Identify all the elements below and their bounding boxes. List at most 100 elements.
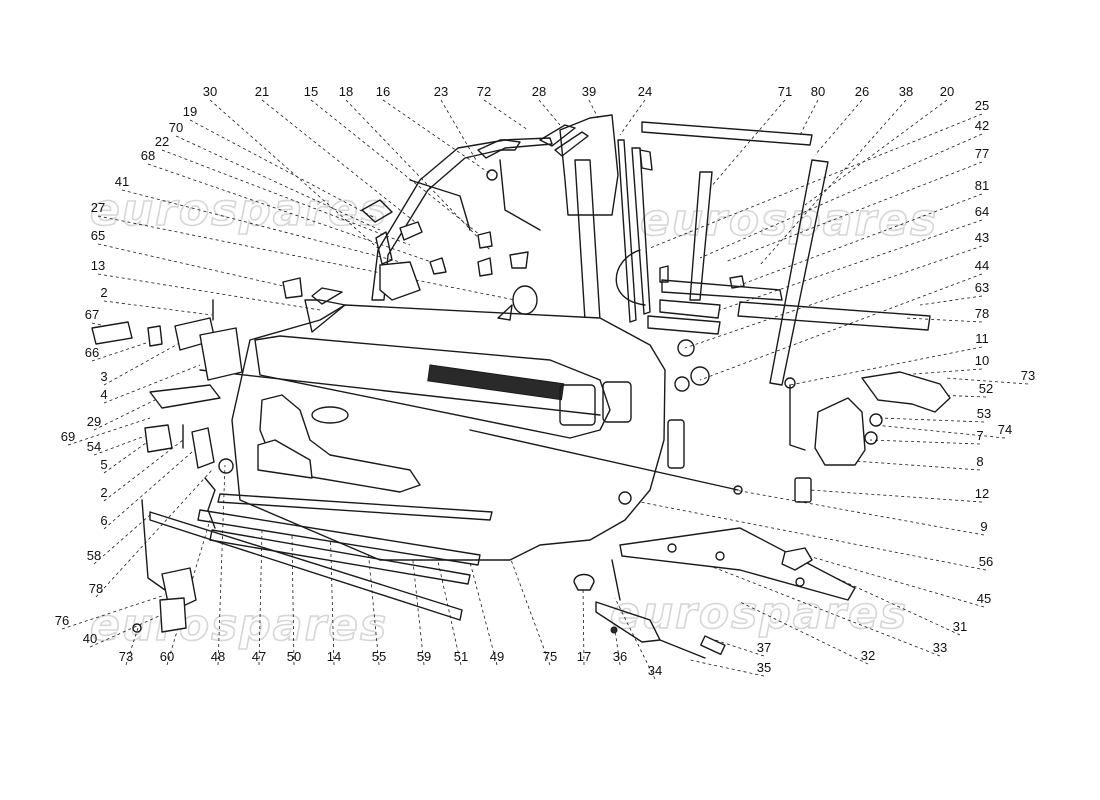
vertical-channel-a bbox=[617, 139, 637, 323]
door-pocket-rod bbox=[199, 369, 601, 416]
callout-label-c71: 71 bbox=[778, 84, 792, 99]
glass-channel-strip-b bbox=[554, 131, 589, 157]
hinge-bracket-65 bbox=[282, 277, 303, 299]
callout-label-c7: 7 bbox=[976, 428, 983, 443]
door-lock-body bbox=[814, 397, 866, 466]
clip-18 bbox=[509, 251, 529, 269]
leader-line-c72 bbox=[483, 99, 529, 131]
leader-line-c6 bbox=[103, 444, 201, 530]
door-frame-bar-left bbox=[574, 159, 601, 321]
door-check-rod bbox=[311, 287, 343, 305]
leader-line-c77 bbox=[724, 161, 983, 263]
door-mirror-stem bbox=[497, 304, 513, 321]
callout-label-c24: 24 bbox=[638, 84, 652, 99]
regulator-bolt-c bbox=[795, 577, 805, 587]
callout-label-c48: 48 bbox=[211, 649, 225, 664]
callout-label-c3: 3 bbox=[100, 369, 107, 384]
callout-label-c15: 15 bbox=[304, 84, 318, 99]
leader-line-c14 bbox=[329, 519, 335, 666]
leader-line-c4 bbox=[103, 364, 201, 404]
leader-line-c18 bbox=[345, 99, 491, 251]
callout-label-c8: 8 bbox=[976, 454, 983, 469]
callout-label-c51: 51 bbox=[454, 649, 468, 664]
callout-label-c28: 28 bbox=[532, 84, 546, 99]
leader-line-c47 bbox=[258, 529, 263, 666]
callout-label-c78b: 78 bbox=[975, 306, 989, 321]
leader-line-c2a bbox=[103, 300, 213, 316]
leader-line-c37 bbox=[714, 639, 765, 657]
callout-label-c49: 49 bbox=[490, 649, 504, 664]
door-lock-knob bbox=[784, 377, 796, 389]
hinge-plate-29 bbox=[149, 384, 221, 409]
callout-label-c6: 6 bbox=[100, 513, 107, 528]
door-lower-rod bbox=[141, 499, 166, 591]
leader-line-c20 bbox=[804, 99, 948, 206]
door-trim-bracket bbox=[559, 384, 596, 426]
callout-label-c11: 11 bbox=[975, 331, 989, 346]
watermark-bottom-right: eurospares bbox=[610, 588, 908, 639]
callout-label-c47: 47 bbox=[252, 649, 266, 664]
roller-43 bbox=[677, 339, 695, 357]
lower-trim-rail-b bbox=[209, 529, 471, 585]
nut-73 bbox=[132, 623, 142, 633]
door-sill-seal bbox=[149, 511, 463, 621]
clip-41 bbox=[429, 257, 447, 275]
door-mirror bbox=[512, 285, 538, 315]
regulator-pin bbox=[610, 626, 618, 634]
clip-68 bbox=[477, 257, 493, 277]
leader-lines bbox=[61, 99, 1029, 680]
callout-label-c13: 13 bbox=[91, 258, 105, 273]
callout-label-c33: 33 bbox=[933, 640, 947, 655]
leader-line-c56 bbox=[629, 499, 987, 571]
leader-line-c35 bbox=[689, 659, 765, 677]
leader-line-c80 bbox=[799, 99, 819, 136]
callout-label-c72: 72 bbox=[477, 84, 491, 99]
leader-line-c63 bbox=[919, 295, 983, 306]
callout-label-c30: 30 bbox=[203, 84, 217, 99]
rear-frame-cross-bar bbox=[661, 279, 783, 301]
rod-19 bbox=[409, 179, 471, 231]
rear-frame-vertical-left bbox=[689, 171, 713, 301]
callout-label-c80: 80 bbox=[811, 84, 825, 99]
leader-line-c10 bbox=[899, 368, 983, 376]
leader-line-c13 bbox=[97, 273, 321, 311]
watermark-top-left: eurospares bbox=[90, 185, 388, 236]
callout-label-c14: 14 bbox=[327, 649, 341, 664]
callout-label-c18: 18 bbox=[339, 84, 353, 99]
callout-label-c40: 40 bbox=[83, 631, 97, 646]
leader-line-c43 bbox=[684, 245, 983, 349]
callout-label-c25: 25 bbox=[975, 98, 989, 113]
leader-line-c73b bbox=[944, 377, 1029, 385]
callout-label-c50: 50 bbox=[287, 649, 301, 664]
grommet-17 bbox=[573, 573, 595, 591]
leader-line-c39 bbox=[588, 99, 599, 119]
hinge-plate-6 bbox=[191, 427, 215, 469]
grommet-56 bbox=[618, 491, 632, 505]
leader-line-c58 bbox=[93, 514, 151, 565]
leader-line-c78b bbox=[904, 317, 983, 323]
callout-label-c44: 44 bbox=[975, 258, 989, 273]
leader-line-c12 bbox=[809, 489, 983, 503]
door-trim-slot bbox=[427, 364, 565, 401]
roller-44-b bbox=[690, 366, 710, 386]
callout-label-c60: 60 bbox=[160, 649, 174, 664]
lower-trim-rail-c bbox=[217, 493, 493, 521]
callout-label-c2a: 2 bbox=[100, 285, 107, 300]
callout-label-c54: 54 bbox=[87, 439, 101, 454]
callout-label-c43: 43 bbox=[975, 230, 989, 245]
callout-label-c73b: 73 bbox=[1021, 368, 1035, 383]
callout-label-c21: 21 bbox=[255, 84, 269, 99]
hinge-13 bbox=[379, 261, 421, 301]
leader-line-c7 bbox=[869, 439, 981, 445]
check-strap-60 bbox=[204, 477, 216, 529]
glass-channel-strip-a bbox=[539, 124, 576, 147]
leader-line-c66 bbox=[91, 339, 156, 362]
glass-rod-end bbox=[733, 485, 743, 495]
regulator-arm bbox=[595, 601, 661, 643]
leader-line-c27 bbox=[97, 215, 516, 301]
bracket-22 bbox=[361, 199, 393, 223]
regulator-bolt-b bbox=[715, 551, 725, 561]
rear-frame-lower-bar-a bbox=[659, 299, 721, 319]
callout-label-c73a: 73 bbox=[119, 649, 133, 664]
glass-rod bbox=[469, 429, 739, 491]
